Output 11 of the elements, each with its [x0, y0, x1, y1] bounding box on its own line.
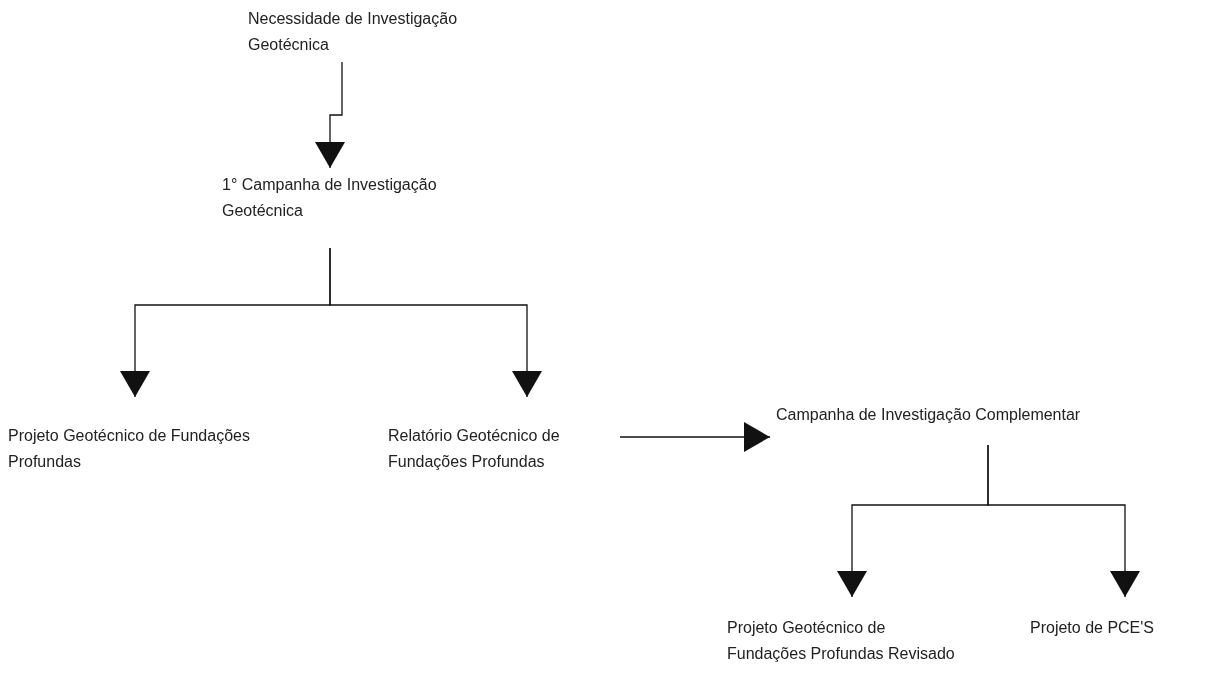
step-label: Projeto Geotécnico de Fundações Profundas — [8, 426, 251, 472]
step-label: Relatório Geotécnico de Fundações Profundas — [388, 426, 561, 472]
arrow — [329, 247, 542, 398]
arrow — [987, 444, 1140, 598]
step-label: Campanha de Investigação Complementar — [776, 405, 1082, 425]
step-label: Projeto de PCE'S — [1030, 618, 1155, 638]
step-label: Projeto Geotécnico de Fundações Profundas Revisado — [727, 618, 956, 664]
step-label: Necessidade de Investigação Geotécnica — [248, 9, 459, 55]
arrow — [315, 61, 345, 169]
step-label: 1° Campanha de Investigação Geotécnica — [222, 175, 438, 221]
arrow — [619, 422, 771, 452]
